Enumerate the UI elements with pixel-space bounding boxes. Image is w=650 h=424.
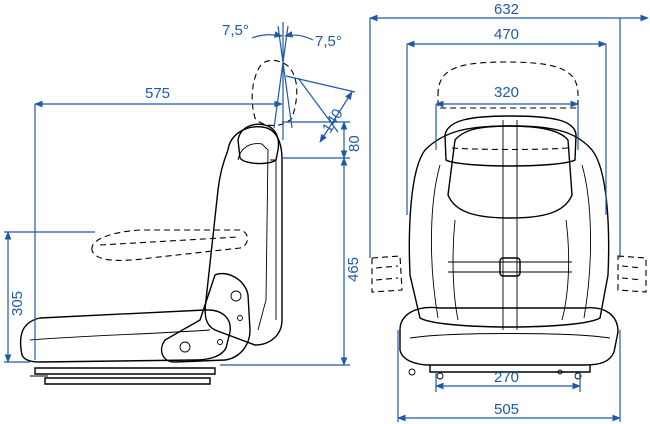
angle-label-right: 7,5° [315, 33, 342, 50]
front-view: 632 470 320 270 505 [369, 1, 649, 422]
dim-label-305: 305 [9, 291, 26, 316]
dim-label-575: 575 [145, 85, 170, 102]
front-headrest-dashed [437, 61, 579, 109]
side-seat-cushion [19, 309, 231, 363]
dim-label-140: 140 [319, 106, 347, 136]
dim-label-80: 80 [346, 135, 363, 152]
dim-label-505: 505 [494, 401, 519, 418]
front-backrest-inner [447, 125, 573, 219]
dim-label-320: 320 [494, 84, 519, 101]
front-belt-buckle [499, 257, 521, 277]
side-view: 575 305 465 80 140 7,5° 7,5° [4, 22, 363, 385]
front-armrest-right [617, 255, 647, 293]
dim-label-465: 465 [345, 257, 362, 282]
side-headrest [237, 123, 280, 165]
side-armrest [91, 229, 249, 261]
side-bracket [160, 272, 251, 363]
side-backrest [204, 126, 283, 346]
front-base [429, 365, 591, 373]
dim-label-470: 470 [494, 26, 519, 43]
front-headrest [444, 115, 577, 167]
front-seat-cushion [399, 306, 619, 366]
dim-label-270: 270 [494, 369, 519, 386]
angle-label-left: 7,5° [222, 22, 249, 39]
side-reclined-headrest [251, 59, 298, 127]
front-armrest-left [371, 255, 403, 293]
dim-label-632: 632 [494, 1, 519, 18]
side-base-rail [34, 367, 216, 375]
front-backrest [408, 125, 610, 328]
